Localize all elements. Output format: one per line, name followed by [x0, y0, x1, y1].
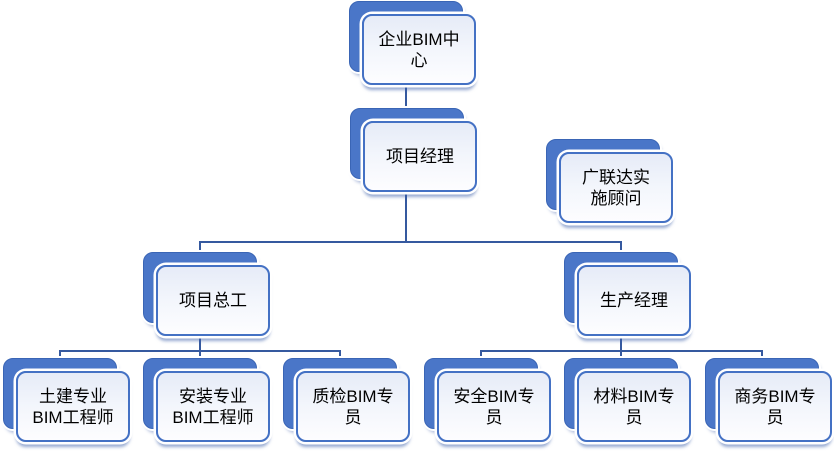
org-node-project-manager[interactable]: 项目经理	[350, 108, 477, 192]
connector-prod-stem	[620, 336, 622, 352]
connector-civil-stub	[59, 350, 61, 361]
node-card[interactable]: 项目经理	[363, 121, 477, 192]
org-node-civil-bim-engineer[interactable]: 土建专业 BIM工程师	[3, 358, 130, 442]
connector-material-stub	[620, 350, 622, 361]
node-label: 企业BIM中 心	[378, 29, 460, 70]
org-node-project-chief-engineer[interactable]: 项目总工	[143, 252, 270, 336]
org-node-business-bim-specialist[interactable]: 商务BIM专 员	[705, 358, 832, 442]
node-card[interactable]: 项目总工	[156, 265, 270, 336]
node-card[interactable]: 商务BIM专 员	[718, 371, 832, 442]
connector-chief-stub	[199, 241, 201, 255]
org-node-glodon-consultant[interactable]: 广联达实 施顾问	[546, 139, 673, 223]
node-label: 安装专业 BIM工程师	[172, 386, 254, 427]
node-label: 广联达实 施顾问	[582, 167, 650, 208]
node-card[interactable]: 土建专业 BIM工程师	[16, 371, 130, 442]
node-card[interactable]: 广联达实 施顾问	[559, 152, 673, 223]
connector-row3-horizontal	[199, 241, 622, 243]
connector-enterprise-to-pm	[405, 84, 407, 110]
connector-safety-stub	[480, 350, 482, 361]
org-node-installation-bim-engineer[interactable]: 安装专业 BIM工程师	[143, 358, 270, 442]
org-node-material-bim-specialist[interactable]: 材料BIM专 员	[564, 358, 691, 442]
node-card[interactable]: 企业BIM中 心	[362, 14, 476, 85]
connector-chief-stem	[199, 336, 201, 352]
node-card[interactable]: 生产经理	[577, 265, 691, 336]
node-label: 材料BIM专 员	[593, 386, 675, 427]
node-label: 项目经理	[386, 147, 454, 166]
node-label: 项目总工	[179, 291, 247, 310]
node-card[interactable]: 安装专业 BIM工程师	[156, 371, 270, 442]
connector-business-stub	[761, 350, 763, 361]
node-card[interactable]: 材料BIM专 员	[577, 371, 691, 442]
node-label: 质检BIM专 员	[312, 386, 394, 427]
org-node-production-manager[interactable]: 生产经理	[564, 252, 691, 336]
node-card[interactable]: 安全BIM专 员	[437, 371, 551, 442]
org-node-quality-bim-specialist[interactable]: 质检BIM专 员	[283, 358, 410, 442]
node-card[interactable]: 质检BIM专 员	[296, 371, 410, 442]
node-label: 土建专业 BIM工程师	[32, 386, 114, 427]
org-node-safety-bim-specialist[interactable]: 安全BIM专 员	[424, 358, 551, 442]
org-node-enterprise-bim-center[interactable]: 企业BIM中 心	[349, 1, 476, 85]
node-label: 安全BIM专 员	[453, 386, 535, 427]
node-label: 商务BIM专 员	[734, 386, 816, 427]
node-label: 生产经理	[600, 291, 668, 310]
connector-prod-stub	[620, 241, 622, 255]
connector-install-stub	[199, 350, 201, 361]
connector-qc-stub	[339, 350, 341, 361]
connector-pm-stem	[405, 192, 407, 243]
